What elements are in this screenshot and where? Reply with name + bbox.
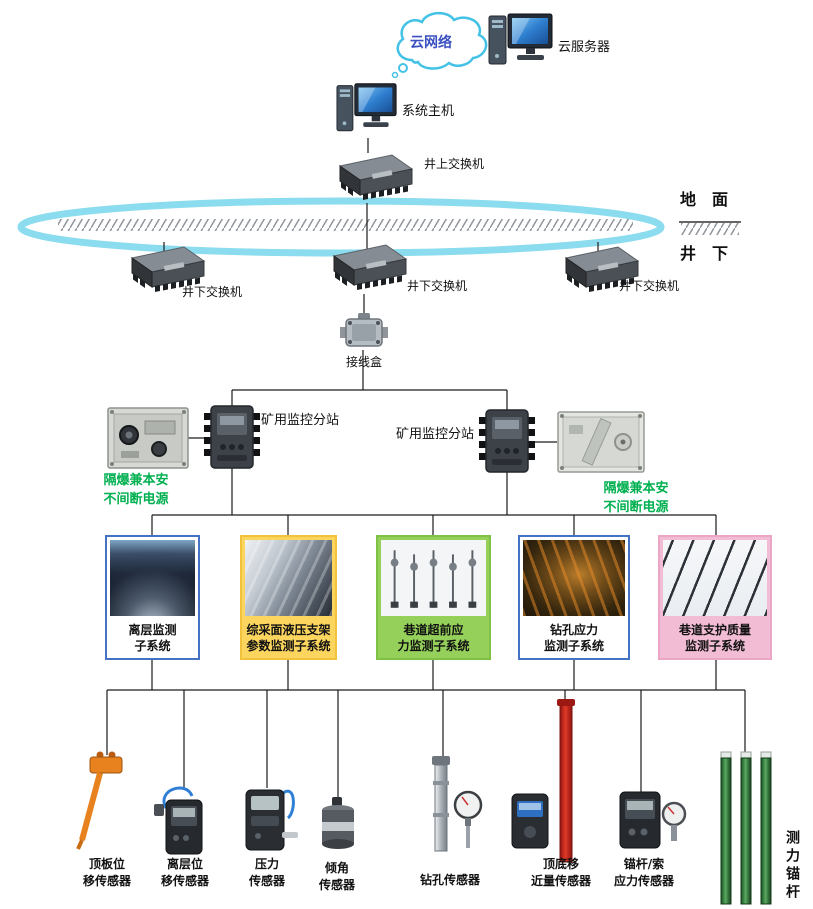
- separation-displacement-sensor-label: 离层位 移传感器: [160, 857, 209, 888]
- underground-switch-1-icon: [120, 240, 208, 304]
- subsystem-1-label: 离层监测 子系统: [128, 622, 177, 653]
- pressure-sensor-label: 压力 传感器: [248, 857, 285, 888]
- substation-left-icon: [203, 403, 261, 475]
- tilt-sensor-label: 倾角 传感器: [318, 861, 355, 892]
- ups-left-label: 隔爆兼本安 不间断电源: [103, 473, 169, 507]
- gauge-array-illustration: [390, 550, 477, 608]
- system-host-label: 系统主机: [402, 104, 455, 119]
- borehole-sensor-label: 钻孔传感器: [419, 873, 480, 887]
- ground-symbol: [679, 221, 741, 235]
- subsystem-2-label: 综采面液压支架 参数监测子系统: [246, 622, 331, 653]
- underground-switch-1-label: 井下交换机: [182, 285, 243, 299]
- ground-ring: [17, 197, 665, 257]
- network-wires: [106, 138, 746, 800]
- junction-box-icon: [340, 312, 388, 356]
- surface-switch-icon: [328, 148, 416, 212]
- underground-switch-2-label: 井下交换机: [407, 279, 468, 293]
- substation-right-label: 矿用监控分站: [396, 427, 475, 442]
- subsystem-2-photo: [245, 540, 332, 616]
- subsystem-4-label: 钻孔应力 监测子系统: [543, 622, 604, 653]
- tilt-sensor-icon: [314, 796, 362, 860]
- subsystem-4-photo: [523, 540, 625, 616]
- subsystem-5-photo: [663, 540, 767, 616]
- cloud-icon: [391, 11, 488, 79]
- separation-displacement-sensor-icon: [152, 778, 212, 862]
- roof-floor-convergence-sensor-icon: [510, 698, 578, 870]
- subsystem-hydraulic-support: 综采面液压支架 参数监测子系统: [240, 535, 337, 660]
- junction-box-label: 接线盒: [345, 355, 382, 369]
- cloud-server-icon: [486, 10, 556, 80]
- subsystem-5-label: 巷道支护质量 监测子系统: [678, 622, 751, 653]
- force-measuring-bolt-icon: [718, 748, 776, 909]
- bolt-cable-stress-sensor-icon: [616, 788, 688, 856]
- substation-left-label: 矿用监控分站: [261, 413, 340, 428]
- borehole-sensor-icon: [424, 755, 484, 863]
- hatch-band: [58, 219, 633, 231]
- subsystem-support-quality: 巷道支护质量 监测子系统: [658, 535, 772, 660]
- underground-label: 井 下: [680, 244, 729, 263]
- subsystem-borehole-stress: 钻孔应力 监测子系统: [518, 535, 630, 660]
- subsystem-3-label: 巷道超前应 力监测子系统: [397, 622, 470, 653]
- ground-label: 地 面: [680, 190, 729, 209]
- system-host-icon: [334, 80, 400, 146]
- subsystem-separation-monitoring: 离层监测 子系统: [105, 535, 200, 660]
- roof-floor-convergence-sensor-label: 顶底移 近量传感器: [530, 857, 591, 888]
- bolt-cable-stress-sensor-label: 锚杆/索 应力传感器: [613, 857, 674, 888]
- substation-right-icon: [478, 407, 536, 479]
- ups-left-icon: [107, 407, 189, 473]
- force-measuring-bolt-label: 测力锚杆: [784, 830, 800, 902]
- subsystem-1-photo: [110, 540, 195, 616]
- ups-right-label: 隔爆兼本安 不间断电源: [603, 481, 669, 515]
- underground-switch-3-icon: [554, 240, 642, 304]
- subsystem-3-photo: [381, 540, 486, 616]
- roof-displacement-sensor-label: 顶板位 移传感器: [82, 857, 131, 888]
- underground-switch-2-icon: [322, 238, 410, 302]
- cloud-network-label: 云网络: [410, 35, 452, 51]
- ups-right-icon: [557, 411, 645, 477]
- subsystem-advance-stress: 巷道超前应 力监测子系统: [376, 535, 491, 660]
- cloud-network: 云网络: [388, 8, 493, 79]
- cloud-server-label: 云服务器: [558, 40, 611, 55]
- underground-switch-3-label: 井下交换机: [619, 279, 680, 293]
- pressure-sensor-icon: [238, 778, 300, 862]
- surface-switch-label: 井上交换机: [424, 157, 485, 171]
- roof-displacement-sensor-icon: [70, 748, 134, 856]
